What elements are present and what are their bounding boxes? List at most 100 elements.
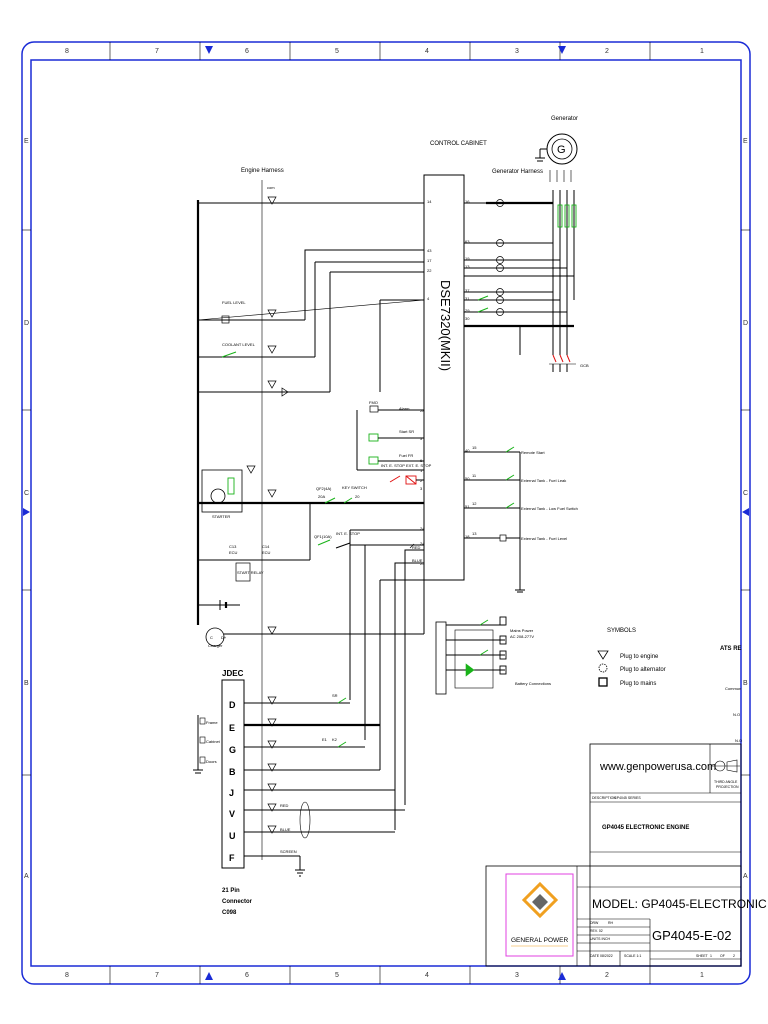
generator-g: G — [557, 144, 566, 156]
plug-alternator-icon — [496, 256, 504, 264]
blue-wire-label: BLUE — [412, 558, 423, 563]
zone-letter: A — [24, 873, 29, 880]
zone-number: 8 — [65, 972, 69, 979]
c14-label: C14 — [262, 544, 270, 549]
jdec-pin: V — [229, 809, 235, 819]
arrow-down-icon — [205, 46, 213, 54]
generator-harness-title: Generator Harness — [492, 169, 543, 175]
zone-number: 8 — [65, 48, 69, 55]
svg-text:63: 63 — [465, 239, 470, 244]
svg-text:11: 11 — [472, 473, 477, 478]
arrow-up-icon — [205, 972, 213, 980]
remote-start-label: Remote Start — [521, 450, 545, 455]
jdec-connector — [221, 679, 245, 869]
qf1-label: QF1(10A) — [314, 534, 332, 539]
generator-output-bus — [486, 190, 577, 355]
sheet-of: OF — [720, 954, 725, 958]
plug-engine-icon — [597, 650, 609, 660]
svg-text:18: 18 — [465, 534, 470, 539]
title-rows: DRW RH REV. 02 UNITS INCH DATE 08/2022 S… — [590, 921, 735, 958]
svg-text:3: 3 — [420, 486, 423, 491]
fuel-level-label: FUEL LEVEL — [222, 300, 246, 305]
ats-no-label: N.O — [733, 712, 740, 717]
sheet-label: SHEET — [696, 954, 709, 958]
svg-text:24: 24 — [420, 541, 425, 546]
plug-engine-icon — [267, 309, 277, 318]
charger-alternator — [205, 627, 225, 647]
sheet-total: 2 — [733, 954, 735, 958]
int-estop-switch — [389, 475, 401, 483]
svg-text:31: 31 — [465, 296, 470, 301]
zone-number: 7 — [155, 972, 159, 979]
jdec-pin: B — [229, 767, 236, 777]
jdec-title: JDEC — [222, 669, 244, 678]
zone-number: 6 — [245, 48, 249, 55]
plug-alternator-icon — [496, 239, 504, 247]
zone-letter: C — [743, 490, 748, 497]
svg-text:30: 30 — [465, 316, 470, 321]
website: www.genpowerusa.com — [599, 761, 716, 773]
jdec-sr-label: SR — [332, 693, 338, 698]
plug-engine-icon — [267, 783, 277, 792]
ecu-label: ECU — [262, 550, 271, 555]
zone-number: 3 — [515, 972, 519, 979]
svg-text:4: 4 — [427, 296, 430, 301]
ext-fuel-leak-label: External Tank - Fuel Leak — [521, 478, 566, 483]
coolant-switch — [221, 351, 237, 358]
plug-alternator-icon — [496, 288, 504, 296]
controller-module: DSE7320(MKII) — [423, 174, 465, 581]
svg-text:12: 12 — [472, 501, 477, 506]
key-20a-label: 20A — [318, 494, 325, 499]
fuel-level-sensor — [221, 315, 230, 324]
zone-number: 4 — [425, 972, 429, 979]
alarm-label: Alarm — [399, 406, 410, 411]
jdec-screen-label: SCREEN — [280, 849, 297, 854]
jdec-pin: E — [229, 723, 235, 733]
jdec-pin: J — [229, 788, 234, 798]
legend-plug-engine: Plug to engine — [620, 654, 659, 660]
svg-text:17: 17 — [427, 258, 432, 263]
svg-text:16: 16 — [465, 199, 470, 204]
ext-fuel-level-label: External Tank - Fuel Level — [521, 536, 567, 541]
svg-text:13: 13 — [465, 264, 470, 269]
jdec-k2-label: K2 — [332, 737, 338, 742]
key-switch — [343, 497, 353, 504]
units-label: UNITS INCH — [590, 937, 611, 941]
drawing-number: GP4045-E-02 — [652, 928, 732, 943]
zone-number: 1 — [700, 972, 704, 979]
drw-value: RH — [608, 921, 614, 925]
diode-icon — [465, 663, 475, 677]
remote-inputs: 15 11 12 13 Remote Start External Tank -… — [464, 445, 578, 593]
sheet-number: 1 — [710, 954, 712, 958]
plug-engine-icon — [267, 763, 277, 772]
svg-text:22: 22 — [427, 268, 432, 273]
engine-plug-symbols — [246, 196, 277, 635]
plug-engine-icon — [267, 803, 277, 812]
plug-engine-icon — [267, 345, 277, 354]
jdec-e1-label: E1 — [322, 737, 328, 742]
zone-letter: B — [24, 680, 29, 687]
jdec-red-label: RED — [280, 803, 289, 808]
svg-text:19: 19 — [465, 256, 470, 261]
com-label: com — [267, 185, 275, 190]
generator-title: Generator — [551, 116, 578, 122]
generator-harness-wires — [464, 202, 574, 355]
plug-alternator-icon — [496, 308, 504, 316]
gcb-label: GCB — [580, 363, 589, 368]
ground-doors-label: Doors — [206, 759, 217, 764]
svg-text:15: 15 — [472, 445, 477, 450]
date-label: DATE 08/2022 — [590, 954, 613, 958]
svg-text:37: 37 — [465, 288, 470, 293]
border-frame — [21, 41, 751, 985]
symbols-title: SYMBOLS — [607, 628, 636, 634]
connector-line-1: 21 Pin — [222, 888, 240, 894]
logo-text: GENERAL POWER — [511, 937, 568, 944]
legend-plug-alternator: Plug to alternator — [620, 667, 666, 673]
jdec-wires — [244, 579, 424, 877]
ats-label: ATS RE — [720, 646, 742, 652]
description-label: DESCRIPTION — [592, 796, 616, 800]
generator-symbol: G — [535, 133, 578, 182]
engine-wires — [197, 202, 425, 561]
svg-text:40: 40 — [465, 448, 470, 453]
